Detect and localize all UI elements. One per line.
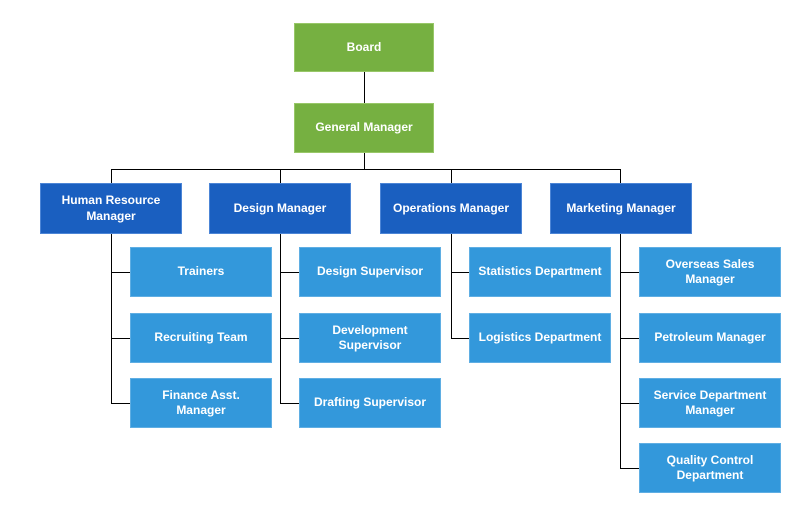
org-node-marketing-manager[interactable]: Marketing Manager <box>550 183 692 234</box>
org-node-design-supervisor[interactable]: Design Supervisor <box>299 247 441 297</box>
org-node-quality-control-department[interactable]: Quality Control Department <box>639 443 781 493</box>
connector-ops-stats <box>451 272 469 273</box>
connector-ops-logistics <box>451 338 469 339</box>
connector-drop-marketing <box>620 234 621 468</box>
org-node-finance-asst-manager[interactable]: Finance Asst. Manager <box>130 378 272 428</box>
org-node-general-manager[interactable]: General Manager <box>294 103 434 153</box>
connector-mkt-quality <box>620 468 639 469</box>
connector-board-gm <box>364 72 365 103</box>
org-node-petroleum-manager[interactable]: Petroleum Manager <box>639 313 781 363</box>
connector-hr-recruiting <box>111 338 130 339</box>
org-node-statistics-department[interactable]: Statistics Department <box>469 247 611 297</box>
connector-stub-operations <box>451 169 452 183</box>
org-node-operations-manager[interactable]: Operations Manager <box>380 183 522 234</box>
connector-drop-hr <box>111 234 112 403</box>
org-node-service-department-manager[interactable]: Service Department Manager <box>639 378 781 428</box>
org-node-overseas-sales-manager[interactable]: Overseas Sales Manager <box>639 247 781 297</box>
connector-drop-design <box>280 234 281 403</box>
org-node-development-supervisor[interactable]: Development Supervisor <box>299 313 441 363</box>
connector-stub-hr <box>111 169 112 183</box>
connector-mkt-service <box>620 403 639 404</box>
connector-design-designsup <box>280 272 299 273</box>
connector-trunk <box>111 169 621 170</box>
org-node-board[interactable]: Board <box>294 23 434 72</box>
connector-design-devsup <box>280 338 299 339</box>
org-node-drafting-supervisor[interactable]: Drafting Supervisor <box>299 378 441 428</box>
org-node-human-resource-manager[interactable]: Human Resource Manager <box>40 183 182 234</box>
connector-design-draftsup <box>280 403 299 404</box>
connector-gm-trunk <box>364 153 365 169</box>
connector-stub-marketing <box>620 169 621 183</box>
connector-drop-operations <box>451 234 452 338</box>
connector-mkt-petroleum <box>620 338 639 339</box>
connector-hr-finance <box>111 403 130 404</box>
org-node-recruiting-team[interactable]: Recruiting Team <box>130 313 272 363</box>
org-node-logistics-department[interactable]: Logistics Department <box>469 313 611 363</box>
connector-mkt-overseas <box>620 272 639 273</box>
connector-stub-design <box>280 169 281 183</box>
org-node-design-manager[interactable]: Design Manager <box>209 183 351 234</box>
org-node-trainers[interactable]: Trainers <box>130 247 272 297</box>
connector-hr-trainers <box>111 272 130 273</box>
